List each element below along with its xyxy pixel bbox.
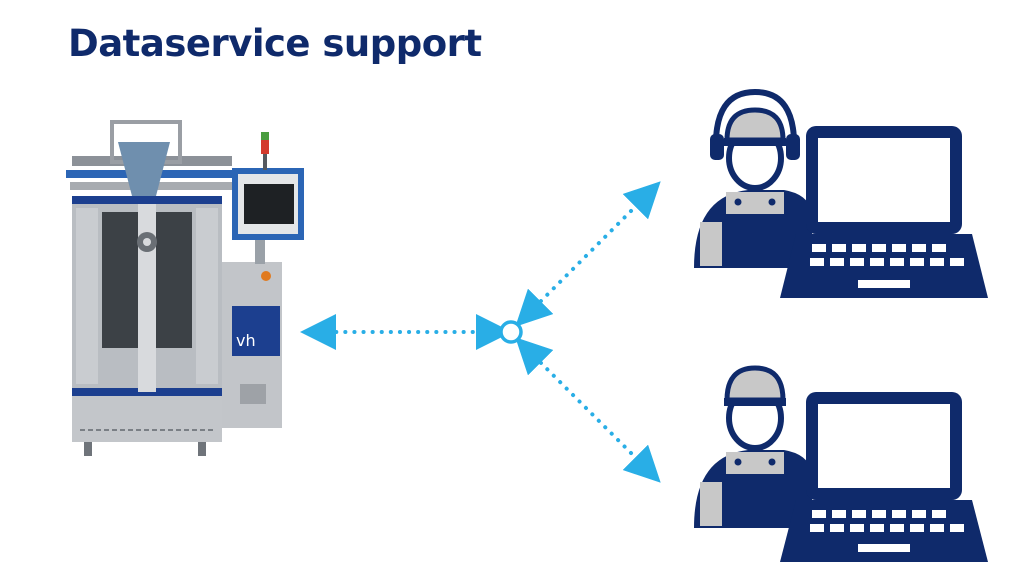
- top-operator-connector-arrow: [515, 181, 661, 327]
- connector-lines: [300, 181, 661, 483]
- technician-cap-laptop-icon: [694, 365, 988, 562]
- connection-hub-icon: [499, 320, 523, 344]
- packaging-machine-icon: vh: [66, 120, 304, 456]
- technician-headset-laptop-icon: [694, 88, 988, 298]
- machine-brand-logo: vh: [236, 331, 256, 350]
- bottom-operator-connector-arrow: [515, 337, 661, 483]
- page-title: Dataservice support: [68, 22, 482, 65]
